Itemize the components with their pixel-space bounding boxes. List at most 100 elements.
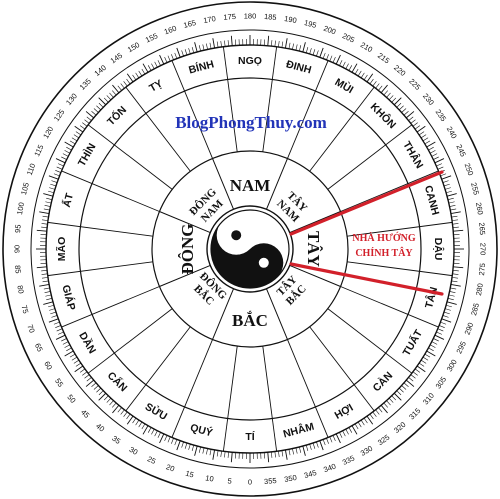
degree-tick [112,90,117,96]
degree-tick [316,50,319,57]
degree-tick [42,280,49,283]
degree-tick [447,298,454,301]
degree-tick [393,392,402,401]
degree-tick [159,433,165,444]
degree-tick [329,55,333,62]
degree-tick [112,404,120,414]
degree-tick [135,419,140,426]
mountain-dividers [47,46,453,452]
mountain-label: DẦN [76,330,99,356]
degree-label: 175 [223,12,236,22]
degree-tick [354,68,359,75]
degree-tick [157,432,161,438]
degree-label: 15 [185,469,195,480]
degree-label: 225 [407,77,422,92]
degree-tick [372,81,377,87]
degree-tick [123,81,128,87]
degree-tick [138,421,143,428]
degree-tick [445,187,451,190]
direction-northwest: TÂY BẮC [275,274,309,308]
degree-tick [188,48,191,54]
degree-tick [398,105,404,111]
degree-tick [147,65,152,71]
mountain-label: MÙI [333,75,356,96]
degree-tick [369,78,374,85]
degree-label: 165 [182,18,196,30]
degree-tick [103,395,109,401]
degree-tick [375,409,380,415]
degree-tick [41,277,49,279]
degree-tick [132,74,137,81]
degree-label: 300 [445,358,459,373]
mountain-label: QUÝ [189,421,214,439]
mountain-divider [262,46,278,152]
degree-label: 45 [79,408,91,420]
degree-label: 5 [227,476,232,485]
degree-tick [71,137,78,142]
degree-tick [41,219,49,221]
degree-tick [71,356,78,361]
degree-tick [446,301,457,305]
degree-tick [184,49,188,56]
degree-tick [216,41,219,48]
mountain-label: TỐN [104,103,130,129]
degree-label: 355 [264,476,277,486]
degree-tick [84,374,90,379]
degree-tick [292,43,294,50]
degree-tick [302,42,306,53]
degree-tick [309,48,312,54]
degree-label: 150 [126,40,141,54]
degree-tick [212,449,216,460]
degree-tick [171,438,174,444]
degree-tick [43,208,50,211]
degree-tick [398,387,404,393]
degree-tick [184,442,188,449]
degree-label: 200 [322,24,337,37]
degree-tick [420,134,427,139]
degree-tick [36,266,47,269]
degree-labels: 0510152025303540455055606570758085909510… [13,12,488,487]
degree-tick [74,125,84,133]
degree-label: 180 [244,12,257,21]
degree-tick [198,45,201,52]
mountain-divider [171,339,213,438]
degree-tick [420,359,427,364]
degree-tick [45,294,52,297]
direction-divider [265,288,288,340]
degree-tick [439,325,445,328]
mountain-divider [222,46,238,152]
degree-tick [112,402,117,408]
degree-tick [299,45,302,52]
degree-tick [284,38,288,49]
degree-tick [319,47,324,58]
degree-tick [319,440,324,451]
degree-tick [46,298,53,301]
degree-label: 95 [13,224,23,233]
degree-tick [326,54,329,60]
direction-north: BẮC [232,311,268,330]
degree-tick [61,338,67,342]
mountain-divider [287,60,329,159]
degree-tick [191,445,195,451]
degree-label: 170 [203,14,217,25]
degree-label: 240 [445,125,459,140]
degree-tick [36,229,47,232]
degree-tick [271,40,273,47]
degree-label: 215 [376,51,391,66]
degree-tick [418,362,425,367]
direction-dividers [159,158,341,340]
degree-tick [82,122,88,127]
degree-tick [106,397,112,403]
mountain-inner-ring [78,77,422,421]
mountain-label: CÀN [370,369,395,394]
degree-tick [39,211,50,215]
degree-tick [167,55,171,62]
degree-tick [428,146,434,151]
degree-tick [53,321,60,325]
degree-tick [412,371,418,376]
degree-tick [151,63,155,70]
mountain-label: DẬU [432,238,445,261]
degree-tick [49,187,55,190]
degree-tick [433,156,439,160]
degree-label: 345 [303,468,317,480]
